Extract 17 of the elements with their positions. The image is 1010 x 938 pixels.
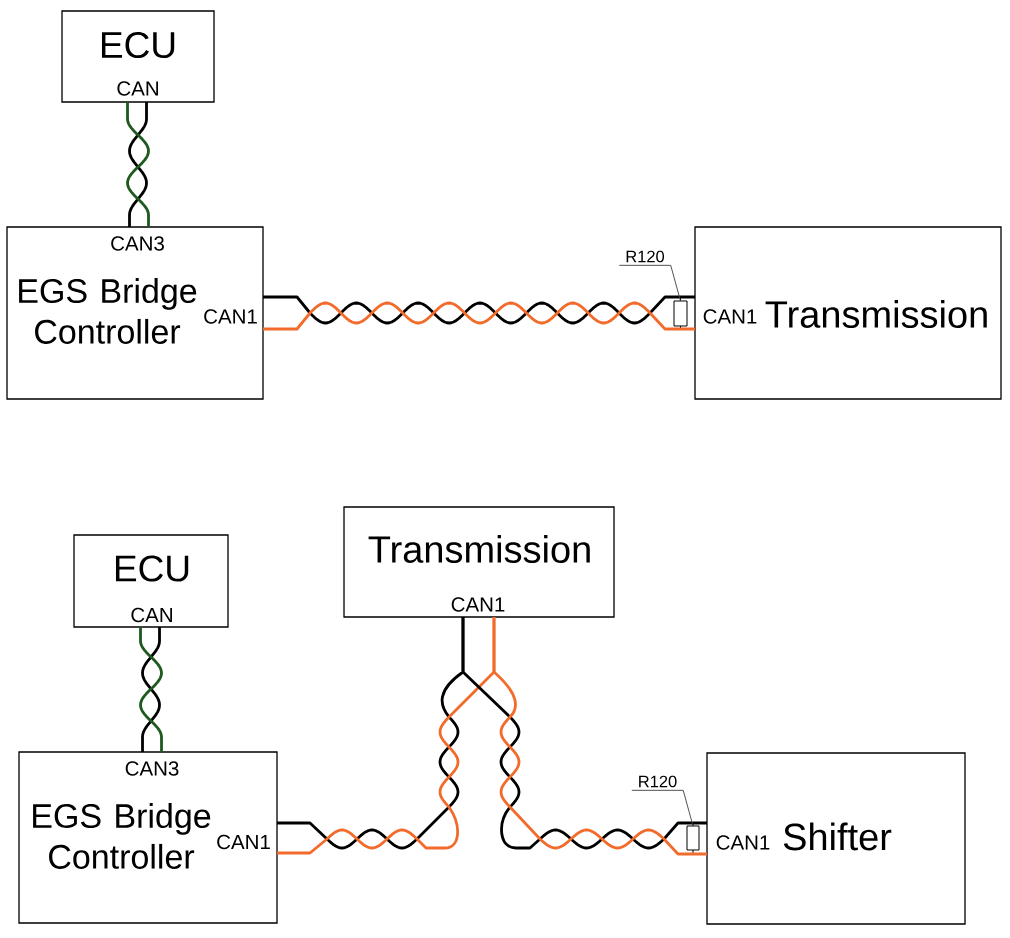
port-label: CAN <box>131 607 172 623</box>
wire <box>263 295 695 325</box>
port-label: CAN1 <box>204 309 257 324</box>
resistor-symbol <box>673 296 688 330</box>
port-label: CAN3 <box>125 761 179 776</box>
port-label: CAN <box>117 81 158 96</box>
leader-line <box>618 264 681 302</box>
port-label: CAN1 <box>217 834 270 850</box>
port-label: CAN1 <box>451 597 505 612</box>
port-label: CAN1 <box>703 309 757 324</box>
resistor-label: R120 <box>626 250 665 263</box>
resistor-symbol <box>686 822 700 855</box>
port-label: CAN1 <box>716 835 770 850</box>
leader-line <box>631 789 694 827</box>
wire <box>263 301 695 331</box>
port-label: CAN3 <box>111 236 164 251</box>
resistor-label: R120 <box>639 775 677 788</box>
